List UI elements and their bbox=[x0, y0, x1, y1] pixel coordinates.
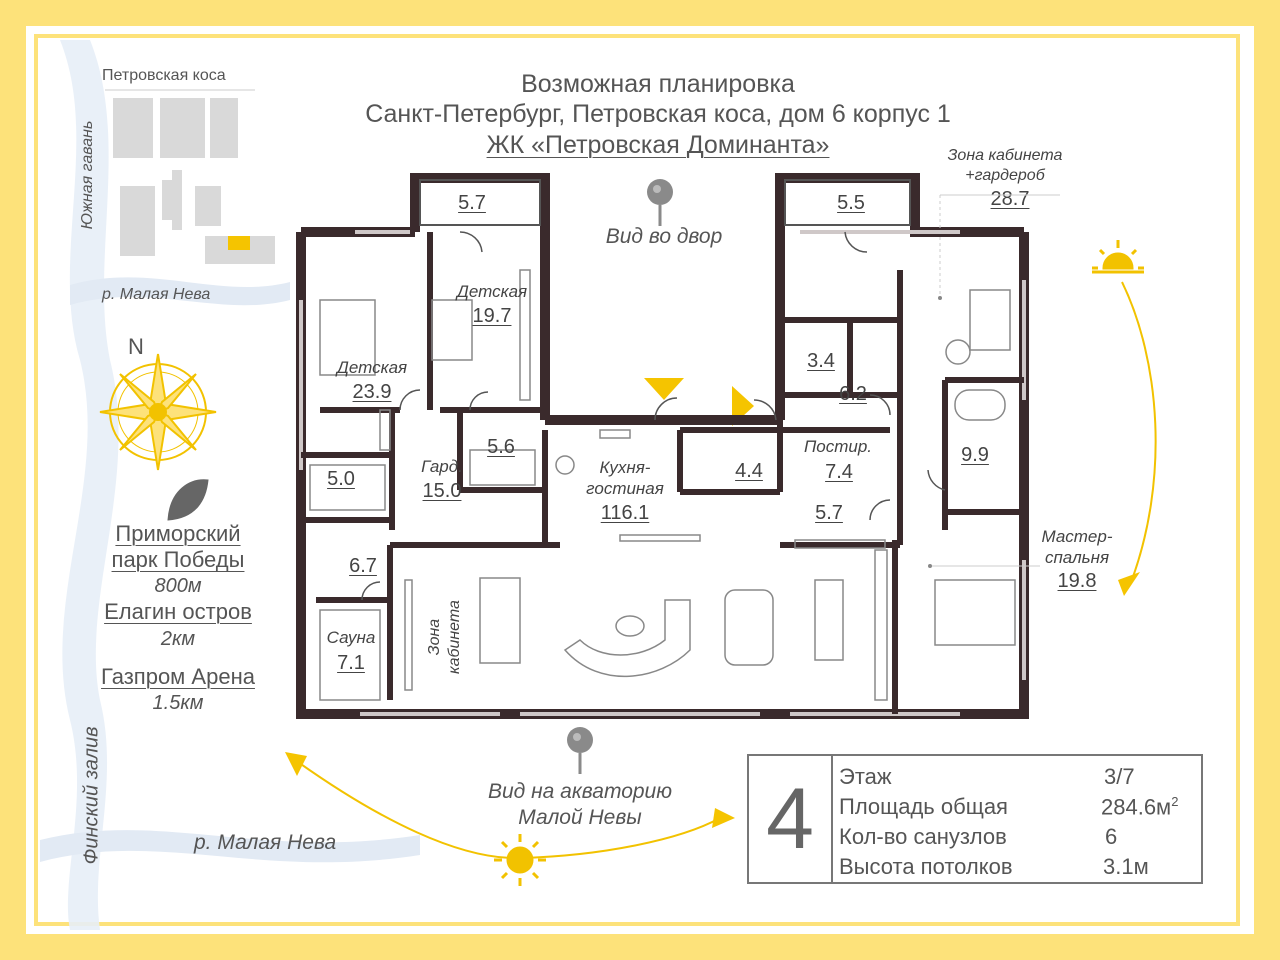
river-bottom-wave bbox=[40, 830, 420, 863]
cabinet-label-line1: Зона кабинета bbox=[947, 147, 1063, 164]
info-row-area-label: Площадь общая bbox=[839, 794, 1008, 819]
bath-left-area: 5.6 bbox=[487, 436, 515, 458]
minimap-district-label: Петровская коса bbox=[102, 67, 226, 84]
wc-right-area: 3.4 bbox=[807, 350, 835, 372]
minimap-river-label: р. Малая Нева bbox=[102, 286, 211, 303]
master-label-line1: Мастер- bbox=[1041, 527, 1113, 546]
kitchen-label-line2: гостиная bbox=[586, 479, 664, 498]
cabinet-label-line2: +гардероб bbox=[965, 167, 1045, 184]
title-line-2: Санкт-Петербург, Петровская коса, дом 6 … bbox=[365, 100, 951, 128]
view-courtyard-label: Вид во двор bbox=[605, 225, 723, 248]
balcony-right-area: 5.5 bbox=[837, 192, 865, 214]
view-river-label-line2: Малой Невы bbox=[518, 806, 642, 829]
kids1-label: Детская bbox=[456, 282, 528, 301]
sun-icon-bottom bbox=[494, 834, 546, 886]
info-row-bathrooms-label: Кол-во санузлов bbox=[839, 824, 1007, 849]
map-pin-icon-courtyard bbox=[647, 179, 673, 226]
bath-right-area: 9.9 bbox=[961, 444, 989, 466]
laundry-label: Постир. bbox=[803, 437, 873, 456]
balcony-left-area: 5.7 bbox=[458, 192, 486, 214]
poi-2-distance: 2км bbox=[160, 628, 196, 650]
info-row-ceiling-label: Высота потолков bbox=[839, 854, 1013, 879]
sun-path-right bbox=[1121, 281, 1157, 586]
inner-frame bbox=[34, 34, 1240, 926]
poi-3-name[interactable]: Газпром Арена bbox=[101, 664, 255, 689]
info-row-ceiling-value: 3.1м bbox=[1103, 854, 1149, 879]
poi-1-name-line2[interactable]: парк Победы bbox=[111, 547, 245, 572]
master-area: 19.8 bbox=[1057, 570, 1097, 592]
info-row-bathrooms-value: 6 bbox=[1105, 824, 1118, 849]
kitchen-area: 116.1 bbox=[600, 502, 650, 524]
minimap bbox=[105, 89, 275, 264]
compass-rose-icon bbox=[99, 353, 217, 471]
bath-small-area: 5.0 bbox=[327, 468, 355, 490]
title-line-1: Возможная планировка bbox=[521, 70, 795, 98]
info-separator bbox=[831, 756, 833, 882]
floor-plan bbox=[296, 173, 1029, 719]
sun-icon-right bbox=[1092, 240, 1144, 274]
wc-mid-area: 4.4 bbox=[735, 460, 763, 482]
info-area-number: 284.6м bbox=[1101, 794, 1172, 820]
cabinet-area: 28.7 bbox=[990, 188, 1030, 210]
kids2-label: Детская bbox=[336, 358, 408, 377]
apartment-number: 4 bbox=[766, 771, 814, 867]
page-frame bbox=[26, 26, 1254, 934]
poi-1-distance: 800м bbox=[154, 575, 202, 597]
view-river-label-line1: Вид на акваторию bbox=[487, 780, 673, 803]
sauna-area: 7.1 bbox=[337, 652, 365, 674]
wc-left-area: 6.7 bbox=[349, 555, 377, 577]
river-top-wave bbox=[70, 277, 290, 306]
compass-north-label: N bbox=[128, 334, 144, 359]
sauna-label: Сауна bbox=[326, 628, 376, 647]
info-area-sup: 2 bbox=[1171, 794, 1179, 809]
arrow-right bbox=[1118, 572, 1140, 596]
corridor-right-area: 5.7 bbox=[815, 502, 843, 524]
wardrobe-area: 15.0 bbox=[422, 480, 462, 502]
kids1-area: 19.7 bbox=[472, 305, 512, 327]
info-row-area-value: 284.6м2 bbox=[1101, 794, 1178, 820]
water-stream bbox=[60, 40, 119, 930]
info-row-floor-value: 3/7 bbox=[1104, 764, 1135, 789]
arrow-left bbox=[285, 752, 307, 776]
wardrobe-label: Гард. bbox=[421, 457, 463, 476]
laundry-area: 7.4 bbox=[825, 461, 853, 483]
river-bottom-label: р. Малая Нева bbox=[194, 831, 337, 854]
hall-right-area: 6.2 bbox=[839, 383, 867, 405]
map-pin-icon-river bbox=[567, 727, 593, 774]
apartment-info-box: 4 Этаж 3/7 Площадь общая 284.6м2 Кол-во … bbox=[747, 754, 1203, 884]
master-label-line2: спальня bbox=[1044, 548, 1110, 567]
leaf-icon bbox=[167, 479, 209, 521]
info-row-floor-label: Этаж bbox=[839, 764, 892, 789]
poi-1-name-line1[interactable]: Приморский bbox=[115, 521, 241, 546]
view-arrow-down bbox=[644, 378, 684, 400]
arrow-bottom bbox=[712, 808, 735, 828]
poi-2-name[interactable]: Елагин остров bbox=[104, 599, 252, 624]
kitchen-label-line1: Кухня- bbox=[599, 458, 651, 477]
poi-3-distance: 1.5км bbox=[152, 692, 204, 714]
title-line-3: ЖК «Петровская Доминанта» bbox=[486, 131, 830, 159]
kids2-area: 23.9 bbox=[352, 381, 392, 403]
